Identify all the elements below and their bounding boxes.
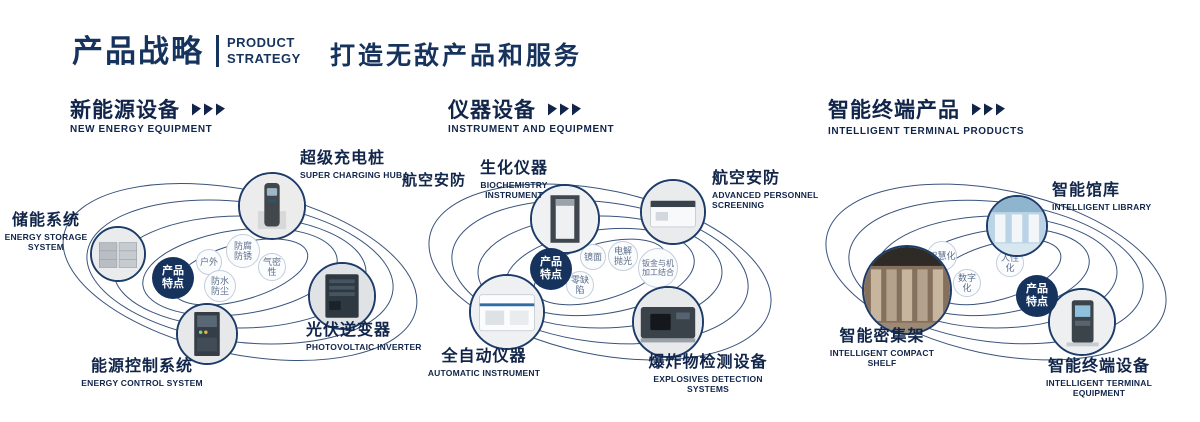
page-title-en: PRODUCT STRATEGY (227, 35, 301, 67)
intelligent-terminal-equipment-image (1048, 288, 1116, 356)
chevron-right-icon (548, 102, 557, 116)
chevron-right-icon (204, 102, 213, 116)
chevron-right-icon (972, 102, 981, 116)
product-label-aviation-security-left: 航空安防 (402, 172, 467, 189)
chevron-right-icon (572, 102, 581, 116)
section-title-text: 仪器设备 (448, 99, 536, 122)
section-title-instruments: 仪器设备 (448, 94, 581, 124)
slogan: 打造无敌产品和服务 (330, 42, 583, 70)
section-subtitle-intelligent-terminal: INTELLIGENT TERMINAL PRODUCTS (828, 126, 1025, 137)
chevron-right-icon (560, 102, 569, 116)
product-label-intelligent-library: 智能馆库 INTELLIGENT LIBRARY (1052, 182, 1152, 212)
product-label-explosives-detection: 爆炸物检测设备 EXPLOSIVES DETECTION SYSTEMS (648, 354, 768, 394)
feature-bubble: 钣金与机加工结合 (638, 248, 678, 288)
super-charging-hub-image (238, 172, 306, 240)
product-label-biochemistry-instrument: 生化仪器 BIOCHEMISTRY INSTRUMENT (479, 160, 548, 200)
product-label-intelligent-compact-shelf: 智能密集架 INTELLIGENT COMPACT SHELF (829, 328, 935, 368)
page-title-en-line2: STRATEGY (227, 51, 301, 66)
chevron-right-icon (984, 102, 993, 116)
product-label-super-charging-hub: 超级充电桩 SUPER CHARGING HUB (300, 150, 403, 180)
chevron-right-icon (996, 102, 1005, 116)
chevron-right-icon (216, 102, 225, 116)
biochemistry-instrument-image (530, 184, 600, 254)
page-title-en-line1: PRODUCT (227, 35, 295, 50)
chevrons-icon (548, 102, 581, 116)
section-title-intelligent-terminal: 智能终端产品 (828, 94, 1005, 124)
energy-control-system-image (176, 303, 238, 365)
explosives-detector-image (632, 286, 704, 358)
feature-bubble: 镜面 (580, 244, 606, 270)
section-subtitle-instruments: INSTRUMENT AND EQUIPMENT (448, 124, 615, 135)
product-label-energy-storage: 储能系统 ENERGY STORAGE SYSTEM (4, 212, 88, 252)
chevrons-icon (972, 102, 1005, 116)
chevrons-icon (192, 102, 225, 116)
product-label-intelligent-terminal-equipment: 智能终端设备 INTELLIGENT TERMINAL EQUIPMENT (1046, 358, 1152, 398)
section-title-text: 智能终端产品 (828, 99, 960, 122)
product-features-badge: 产品特点 (152, 257, 194, 299)
feature-bubble: 数字化 (953, 269, 981, 297)
product-label-aviation-security-right: 航空安防 ADVANCED PERSONNEL SCREENING (712, 170, 819, 210)
intelligent-compact-shelf-image (862, 245, 952, 335)
header-divider (216, 35, 219, 67)
energy-storage-image (90, 226, 146, 282)
product-label-automatic-instrument: 全自动仪器 AUTOMATIC INSTRUMENT (427, 348, 541, 378)
product-features-badge: 产品特点 (1016, 275, 1058, 317)
feature-bubble: 防腐防锈 (226, 234, 260, 268)
chevron-right-icon (192, 102, 201, 116)
product-features-badge: 产品特点 (530, 248, 572, 290)
feature-bubble: 零缺陷 (566, 271, 594, 299)
section-title-new-energy: 新能源设备 (70, 94, 225, 124)
page-title: 产品战略 (72, 34, 204, 69)
intelligent-library-image (986, 195, 1048, 257)
product-label-energy-control-system: 能源控制系统 ENERGY CONTROL SYSTEM (81, 358, 203, 388)
personnel-screening-image (640, 179, 706, 245)
photovoltaic-inverter-image (308, 262, 376, 330)
feature-bubble: 气密性 (258, 253, 286, 281)
automatic-instrument-image (469, 274, 545, 350)
feature-bubble: 电解抛光 (608, 241, 638, 271)
product-label-photovoltaic-inverter: 光伏逆变器 PHOTOVOLTAIC INVERTER (306, 322, 422, 352)
section-title-text: 新能源设备 (70, 99, 180, 122)
section-subtitle-new-energy: NEW ENERGY EQUIPMENT (70, 124, 213, 135)
feature-bubble: 防水防尘 (204, 270, 236, 302)
